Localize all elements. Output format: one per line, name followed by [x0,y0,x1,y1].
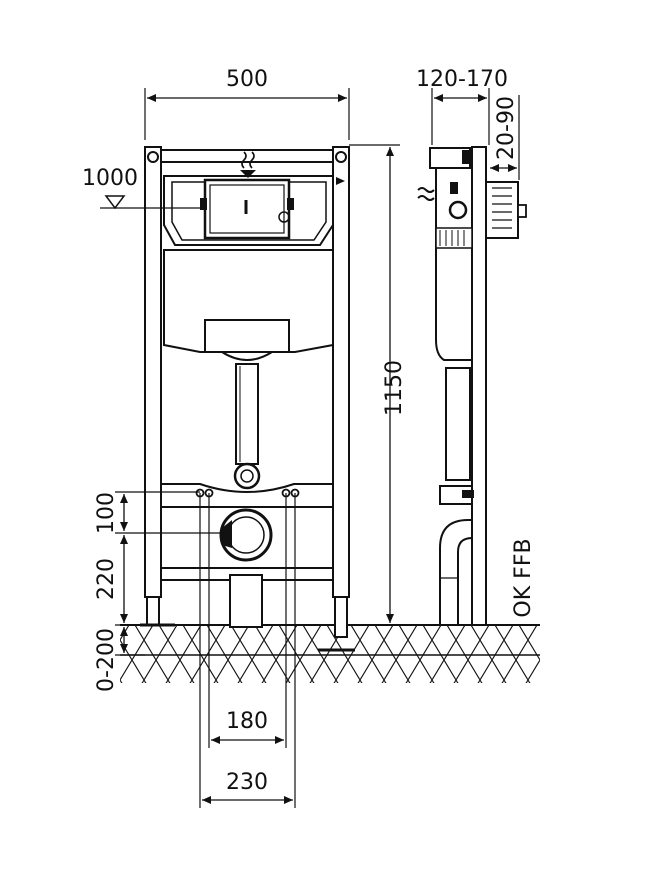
left-post [144,146,162,598]
dimension-lines [100,88,520,808]
water-inlet-icon [241,151,255,169]
right-post [332,146,350,598]
floor-hatching [120,625,540,683]
label-100: 100 [94,492,119,534]
label-1150: 1150 [382,360,407,416]
right-foot [334,596,348,638]
top-rail [160,149,334,163]
label-ok-ffb: OK FFB [511,538,536,617]
label-230: 230 [226,770,268,795]
label-180: 180 [226,709,268,734]
label-500: 500 [226,67,268,92]
label-20-90: 20-90 [494,96,519,160]
cistern-outlet-housing [204,319,290,353]
label-120-170: 120-170 [416,67,508,92]
level-triangle-icon [104,195,126,210]
cistern [163,175,334,361]
waste-bracket [161,483,333,628]
label-0-200: 0-200 [94,628,119,692]
side-post [471,146,487,626]
side-view [417,146,527,626]
label-1000: 1000 [82,166,138,191]
floor [120,624,540,683]
dimension-labels: 500 120-170 20-90 1000 1150 100 220 0-20… [82,67,536,795]
waste-pipe [229,574,263,628]
flush-pipe [233,363,261,490]
label-220: 220 [94,558,119,600]
left-foot [146,596,160,626]
side-bracket [485,181,519,239]
